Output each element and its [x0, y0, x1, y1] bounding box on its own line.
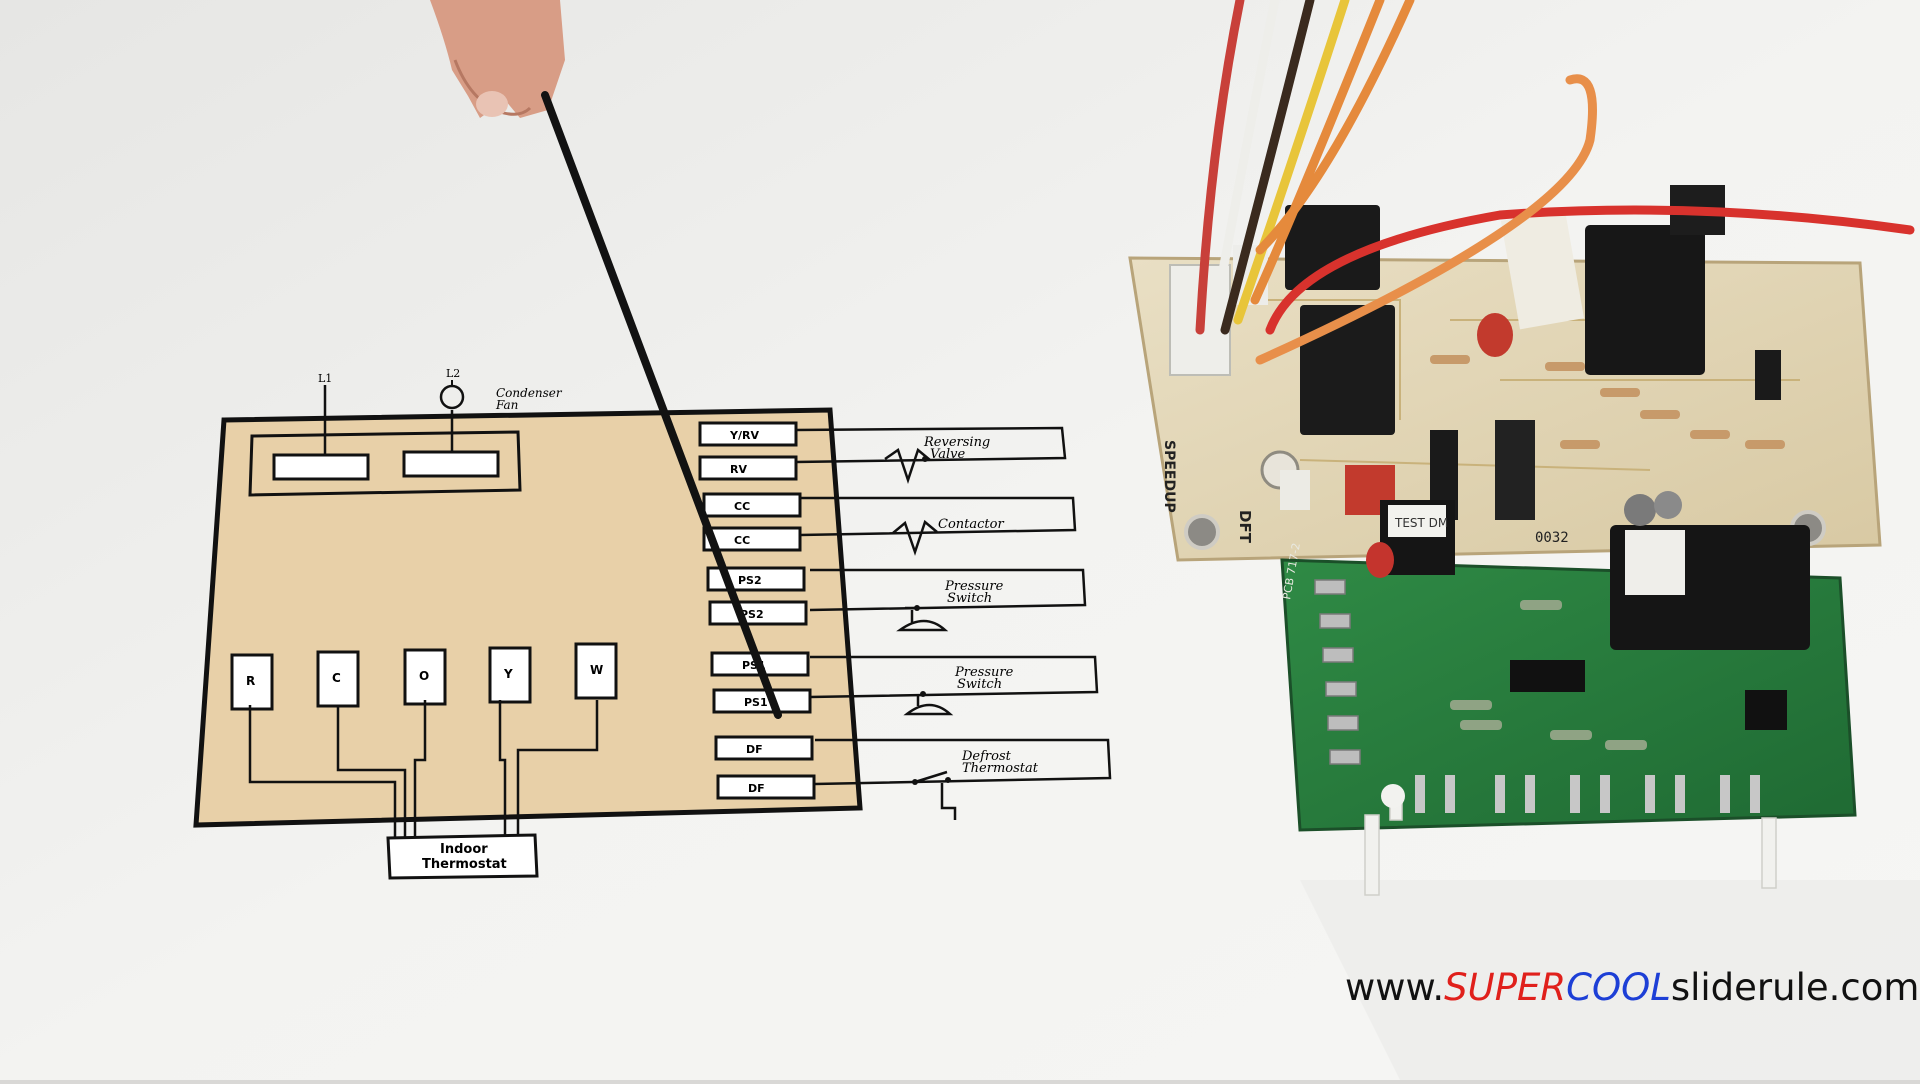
terminal-box-right — [702, 492, 802, 518]
indoor-thermostat-label: Indoor — [440, 842, 488, 857]
wiring-diagram: L1 L2 Condenser Fan R C O Y W Indoor Thermos… — [193, 367, 1112, 880]
l2-label: L2 — [446, 367, 460, 380]
dft-label: DFT — [1236, 510, 1254, 544]
terminal-label-right: DF — [746, 743, 763, 756]
terminal-label-r: R — [246, 674, 255, 688]
terminal-box-right — [698, 421, 798, 447]
pressure-switch-label-2: Switch — [947, 591, 992, 606]
condenser-fan-label-2: Fan — [495, 398, 518, 412]
terminal-label-y: Y — [503, 667, 513, 681]
terminal-label-right: RV — [730, 463, 747, 476]
external-circuits — [794, 426, 1112, 820]
board-code-label: 0032 — [1535, 530, 1569, 546]
terminal-box-o — [403, 648, 447, 706]
watermark-super: SUPER — [1444, 966, 1567, 1009]
wire-harness — [1195, 0, 1915, 365]
terminal-label-w: W — [590, 663, 603, 677]
watermark-cool: COOL — [1566, 966, 1671, 1009]
terminal-box-c — [316, 650, 360, 708]
terminal-box-y — [488, 646, 532, 704]
terminal-label-right: CC — [734, 500, 750, 513]
green-defrost-board: TEST DM 0032 — [1280, 491, 1857, 896]
contactor-label: Contactor — [938, 517, 1004, 532]
pressure-switch-label-b2: Switch — [957, 677, 1002, 692]
terminal-label-o: O — [419, 669, 429, 683]
pointer-stick — [541, 91, 782, 719]
indoor-thermostat-label-2: Thermostat — [422, 857, 507, 872]
speedup-label: SPEEDUP — [1161, 440, 1177, 513]
pressure-switch-label-b: Pressure — [954, 665, 1014, 680]
hand-with-pointer — [430, 0, 782, 719]
indoor-thermostat-box — [386, 833, 539, 880]
terminal-box-right — [698, 455, 798, 481]
watermark-prefix: www. — [1345, 966, 1445, 1009]
watermark: www.SUPERCOOLsliderule.com — [1345, 966, 1919, 1009]
reversing-valve-label: Reversing — [923, 435, 990, 450]
terminal-label-c: C — [332, 671, 341, 685]
terminal-label-right: PS2 — [738, 574, 762, 587]
terminal-box-w — [574, 642, 618, 700]
terminal-box-right — [714, 735, 814, 761]
terminal-label-right: PS1 — [744, 696, 768, 709]
defrost-thermostat-label: Defrost — [961, 749, 1012, 764]
defrost-thermostat-label-2: Thermostat — [962, 761, 1039, 776]
reversing-valve-label-2: Valve — [930, 447, 965, 462]
condenser-fan-label: Condenser — [496, 386, 563, 400]
terminal-label-right: Y/RV — [729, 429, 759, 442]
watermark-suffix: sliderule.com — [1670, 966, 1920, 1009]
l1-label: L1 — [318, 372, 332, 385]
terminal-box-right — [716, 774, 816, 800]
pressure-switch-label: Pressure — [944, 579, 1004, 594]
thermostat-wires — [248, 700, 599, 838]
terminal-box-right — [712, 688, 812, 714]
sticker-label: TEST DM — [1394, 516, 1448, 530]
terminal-label-right: PS2 — [740, 608, 764, 621]
terminal-box-r — [230, 653, 274, 711]
terminal-box-right — [702, 526, 802, 552]
terminal-label-right: CC — [734, 534, 750, 547]
control-board-box — [193, 407, 863, 828]
terminal-label-right: DF — [748, 782, 765, 795]
